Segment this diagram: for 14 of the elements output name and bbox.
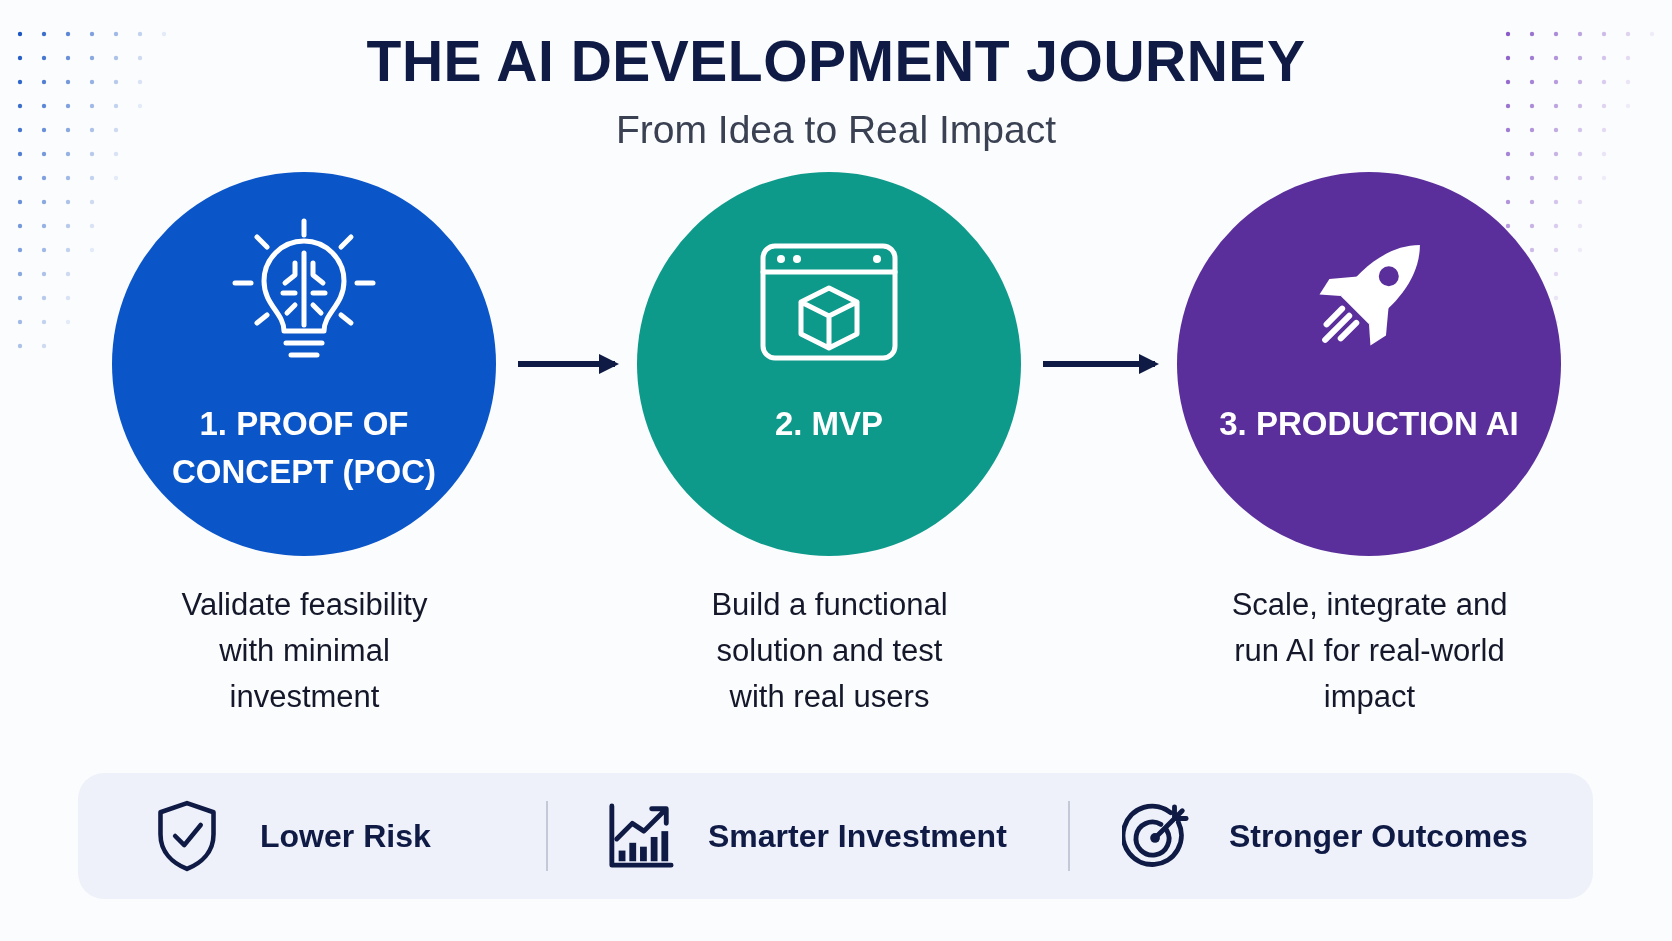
benefit-text: Stronger Outcomes — [1229, 817, 1528, 856]
benefit-text: Lower Risk — [260, 817, 431, 856]
stage-description: Scale, integrate and run AI for real-world impact — [1230, 586, 1509, 716]
stage-title: 3. PRODUCTION AI — [1218, 404, 1520, 444]
benefits-band — [78, 773, 1593, 899]
stage-title: 1. PROOF OF CONCEPT (POC) — [171, 404, 437, 492]
stage-description: Build a functional solution and test with real users — [710, 586, 949, 716]
title: THE AI DEVELOPMENT JOURNEY — [365, 28, 1307, 94]
stage-title: 2. MVP — [773, 404, 885, 444]
arrow — [518, 353, 620, 375]
stage-description: Validate feasibility with minimal investment — [180, 586, 429, 716]
benefit-text: Smarter Investment — [708, 817, 1007, 856]
subtitle: From Idea to Real Impact — [615, 108, 1057, 152]
arrow — [1043, 353, 1160, 375]
